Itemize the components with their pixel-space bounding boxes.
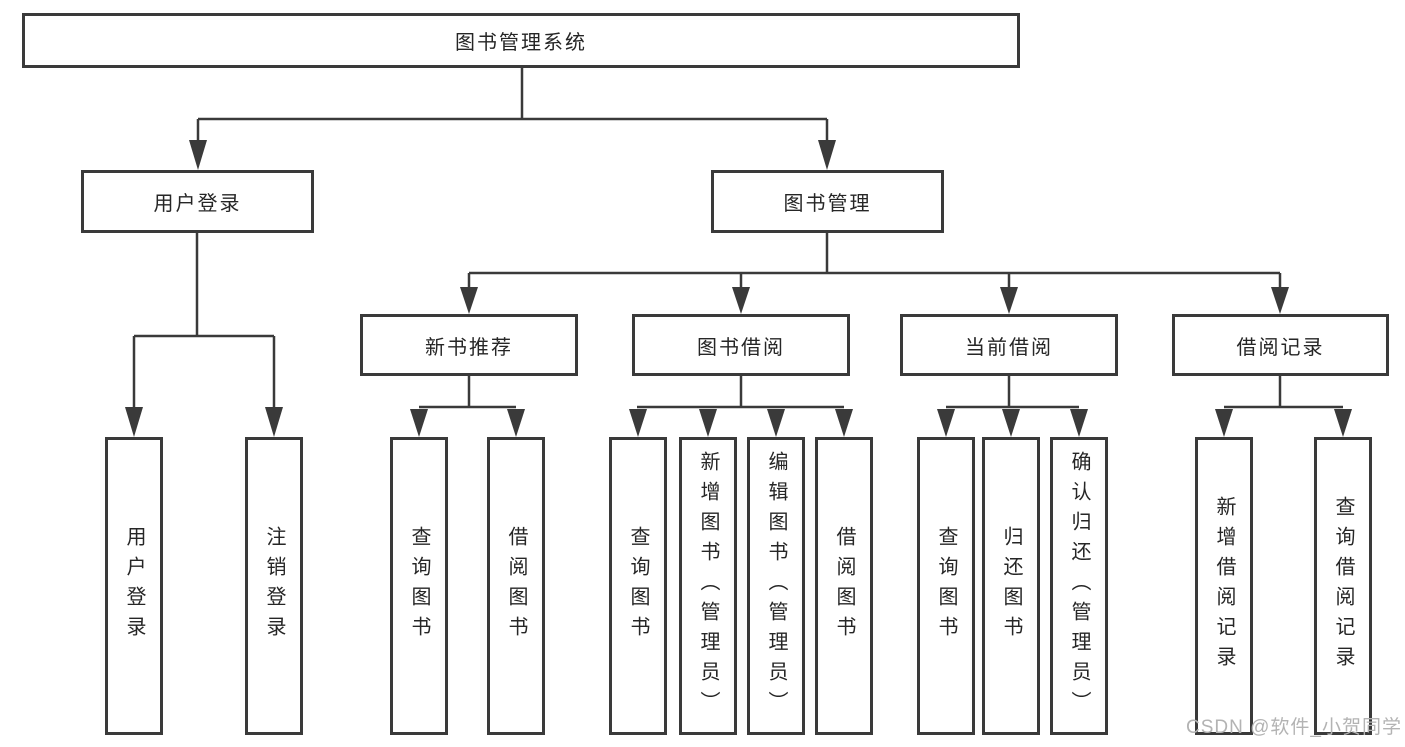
node-root-system: 图书管理系统	[22, 13, 1020, 68]
leaf-query-books-2: 查询图书	[609, 437, 667, 735]
leaf-add-books-admin: 新增图书（管理员）	[679, 437, 737, 735]
leaf-query-books-3: 查询图书	[917, 437, 975, 735]
leaf-query-borrow-record: 查询借阅记录	[1314, 437, 1372, 735]
arrowheads	[125, 140, 1352, 437]
leaf-query-books-1: 查询图书	[390, 437, 448, 735]
node-user-login-module: 用户登录	[81, 170, 314, 233]
leaf-edit-books-admin: 编辑图书（管理员）	[747, 437, 805, 735]
leaf-confirm-return-admin: 确认归还（管理员）	[1050, 437, 1108, 735]
leaf-borrow-books-1: 借阅图书	[487, 437, 545, 735]
leaf-return-books: 归还图书	[982, 437, 1040, 735]
node-borrow-records: 借阅记录	[1172, 314, 1389, 376]
node-book-management-module: 图书管理	[711, 170, 944, 233]
leaf-add-borrow-record: 新增借阅记录	[1195, 437, 1253, 735]
node-current-borrow: 当前借阅	[900, 314, 1118, 376]
node-book-borrow: 图书借阅	[632, 314, 850, 376]
leaf-logout: 注销登录	[245, 437, 303, 735]
connector-strokes	[132, 68, 1343, 410]
node-new-book-recommend: 新书推荐	[360, 314, 578, 376]
leaf-user-login: 用户登录	[105, 437, 163, 735]
csdn-watermark: CSDN @软件_小贺同学	[1186, 717, 1402, 738]
leaf-borrow-books-2: 借阅图书	[815, 437, 873, 735]
